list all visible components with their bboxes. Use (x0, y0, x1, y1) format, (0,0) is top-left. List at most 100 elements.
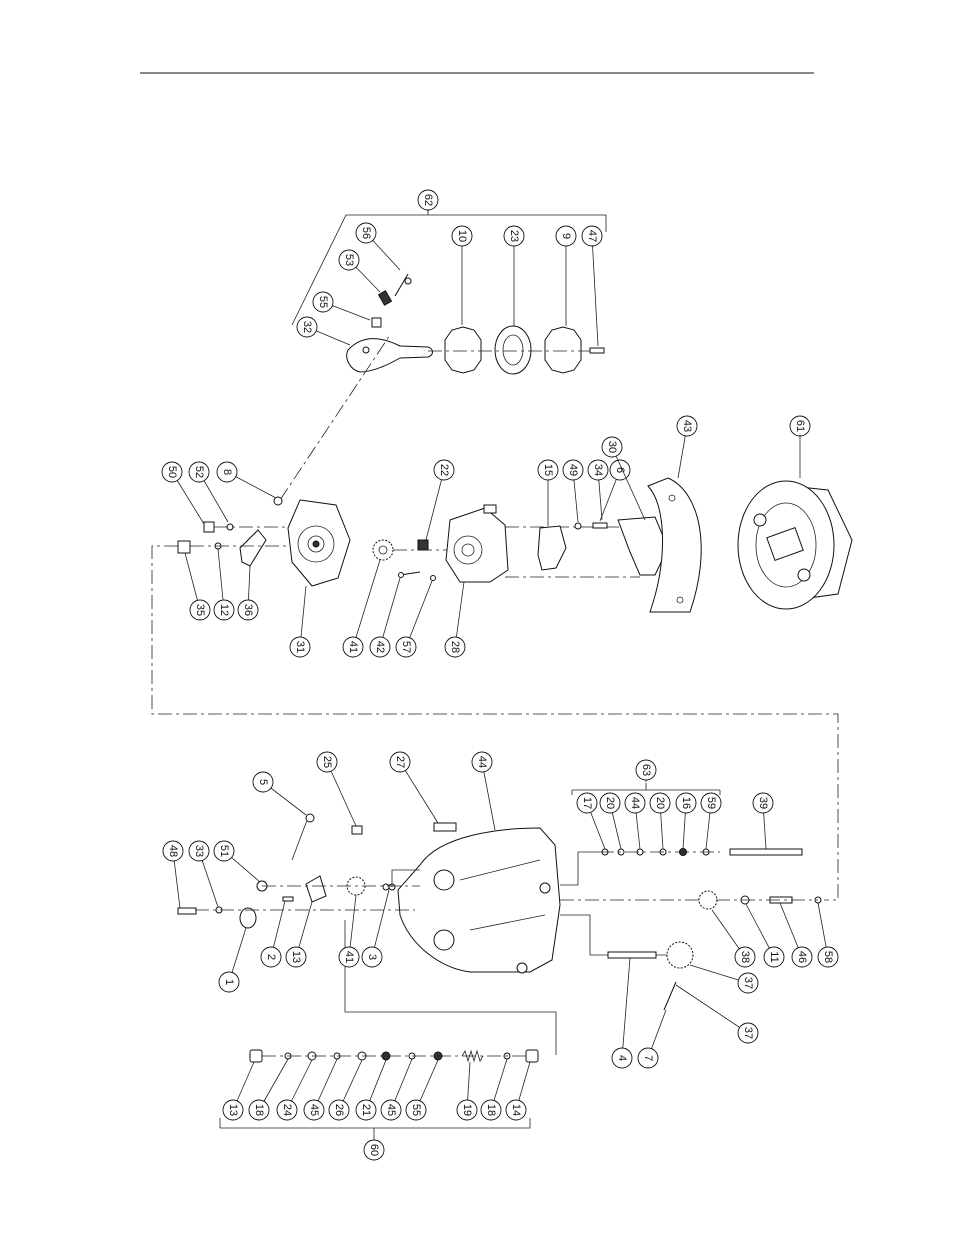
callout-1: 1 (218, 927, 247, 993)
callout-61: 61 (789, 415, 811, 478)
curved-plate-43 (647, 477, 702, 613)
plate-23 (494, 325, 532, 375)
middle-row-parts (177, 334, 853, 613)
callout-number: 16 (680, 797, 692, 809)
callout-17: 17 (576, 792, 606, 850)
callout-37a: 37 (689, 964, 759, 994)
plate-10 (444, 326, 482, 374)
callout-43: 43 (676, 415, 698, 479)
callout-number: 27 (394, 756, 406, 768)
callout-8: 8 (216, 461, 277, 499)
callout-number: 49 (567, 464, 579, 476)
callout-number: 22 (438, 464, 450, 476)
lower-row-parts (177, 783, 822, 1055)
callout-number: 3 (366, 954, 378, 960)
callout-26: 26 (328, 1059, 363, 1121)
callout-number: 8 (221, 469, 233, 475)
callout-11: 11 (745, 903, 785, 968)
group-62-assembly (291, 210, 607, 375)
callout-48: 48 (162, 840, 184, 909)
callout-42: 42 (369, 577, 401, 658)
callout-19: 19 (456, 1061, 478, 1121)
callout-number: 55 (317, 296, 329, 308)
cam-13 (305, 875, 327, 903)
callout-33: 33 (188, 840, 219, 908)
flange-1 (239, 907, 257, 929)
callout-47: 47 (581, 225, 603, 347)
callout-number: 51 (218, 845, 230, 857)
callout-35: 35 (184, 552, 211, 621)
callout-number: 20 (604, 797, 616, 809)
callout-38: 38 (711, 909, 756, 968)
callout-number: 44 (629, 797, 641, 809)
callout-15: 15 (537, 459, 559, 526)
callout-56: 56 (355, 222, 401, 271)
callout-20a: 20 (599, 792, 622, 850)
callout-number: 14 (510, 1104, 522, 1116)
callout-44b: 44 (624, 792, 646, 850)
shaft-4 (607, 951, 657, 959)
callout-number: 45 (385, 1104, 397, 1116)
callout-number: 11 (768, 951, 780, 962)
callout-number: 35 (194, 604, 206, 616)
callout-number: 4 (616, 1055, 628, 1061)
callout-number: 58 (822, 951, 834, 963)
callout-51: 51 (213, 840, 261, 883)
callout-number: 1 (223, 979, 235, 985)
shaft-39 (729, 848, 803, 856)
callout-2: 2 (260, 900, 286, 968)
callout-20b: 20 (649, 792, 671, 850)
callout-23: 23 (503, 225, 525, 326)
callout-number: 21 (360, 1104, 372, 1116)
bracket-49 (537, 525, 567, 571)
callout-number: 7 (642, 1055, 654, 1061)
callout-4: 4 (611, 957, 633, 1069)
callout-number: 6 (614, 467, 626, 473)
callout-60: 60 (363, 1138, 385, 1161)
callout-16: 16 (675, 792, 697, 850)
callout-number: 41 (347, 641, 359, 653)
housing-28 (445, 504, 509, 583)
callout-46: 46 (779, 902, 813, 968)
callout-number: 41 (343, 951, 355, 963)
callout-number: 37 (742, 1027, 754, 1039)
callout-number: 62 (422, 194, 434, 206)
callout-number: 18 (253, 1104, 265, 1116)
callout-number: 10 (456, 230, 468, 242)
plate-9 (544, 326, 582, 374)
callout-24: 24 (276, 1059, 313, 1121)
callout-number: 53 (343, 254, 355, 266)
callout-34: 34 (587, 459, 609, 521)
callout-number: 46 (796, 951, 808, 963)
callout-57: 57 (395, 580, 433, 658)
callout-28: 28 (444, 581, 466, 658)
callout-number: 36 (242, 604, 254, 616)
callout-number: 39 (757, 797, 769, 809)
callout-45b: 45 (380, 1058, 413, 1121)
callout-49: 49 (562, 459, 584, 523)
callout-number: 13 (227, 1104, 239, 1116)
callout-30: 30 (601, 436, 646, 521)
callout-44a: 44 (471, 751, 496, 831)
callout-number: 18 (485, 1104, 497, 1116)
callout-41a: 41 (342, 559, 381, 658)
callout-37b: 37 (675, 984, 759, 1044)
callout-number: 25 (321, 756, 333, 768)
main-case-44 (397, 827, 561, 974)
callout-62: 62 (417, 189, 439, 212)
callout-number: 26 (333, 1104, 345, 1116)
group-60-assembly (219, 1049, 539, 1138)
callout-number: 57 (400, 641, 412, 653)
callout-50: 50 (161, 461, 205, 525)
callout-13a: 13 (285, 901, 313, 968)
callout-number: 55 (410, 1104, 422, 1116)
callout-58: 58 (817, 902, 839, 968)
callout-number: 31 (294, 641, 306, 653)
callout-10: 10 (451, 225, 473, 325)
callout-18a: 18 (248, 1058, 289, 1121)
callout-5: 5 (252, 771, 307, 816)
callout-41b: 41 (338, 894, 360, 968)
callout-number: 28 (449, 641, 461, 653)
callout-number: 42 (374, 641, 386, 653)
